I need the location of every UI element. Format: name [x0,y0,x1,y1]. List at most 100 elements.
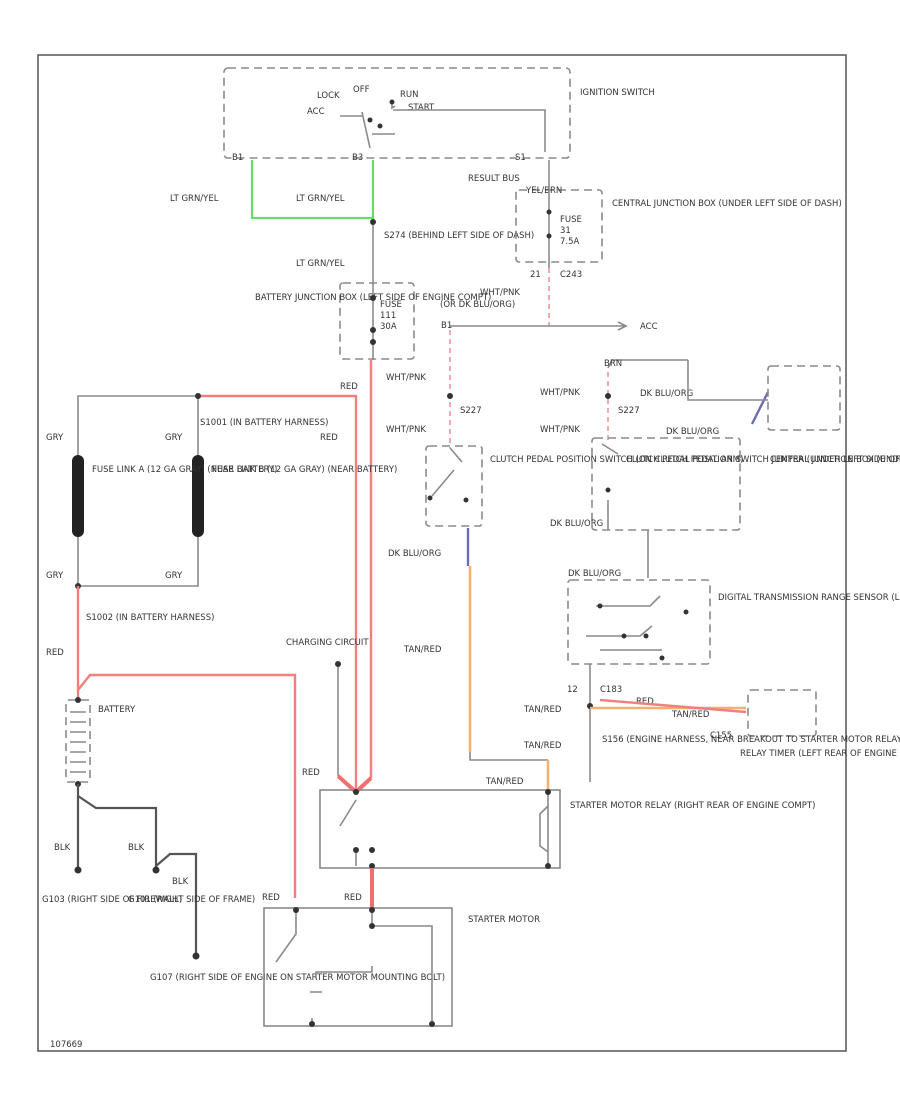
lt-grn-label-1: LT GRN/YEL [170,194,219,204]
fuse-link-b-symbol [192,455,204,537]
ground-g107-label: G107 (RIGHT SIDE OF ENGINE ON STARTER MO… [150,973,445,983]
central-junction-box-right [767,365,841,431]
ignition-lock-label: LOCK [317,91,340,101]
connector-c155-label: C155 [710,731,732,741]
fuse-link-a-label: FUSE LINK A (12 GA GRAY) (NEAR BATTERY) [92,465,277,475]
splice-s227-label: S227 [460,406,482,416]
ignition-pin-b1: B1 [232,153,243,163]
acc-feed-label: B1 [441,321,452,331]
brn-label: BRN [604,359,622,369]
starter-motor-relay-label: STARTER MOTOR RELAY (RIGHT REAR OF ENGIN… [570,801,815,811]
tan-red-right-label: TAN/RED [671,710,710,720]
red-label-3: RED [46,648,64,658]
red-label-4: RED [302,768,320,778]
clutch-jumper [591,437,741,531]
ignition-start-label: START [408,103,435,113]
ignition-off-label: OFF [353,85,370,95]
ignition-pin-b3: B3 [352,153,363,163]
dk-blu-org-right-2: DK BLU/ORG [666,427,719,437]
dk-blu-org-right-1: DK BLU/ORG [640,389,693,399]
ignition-run-label: RUN [400,90,419,100]
lt-grn-label-2: LT GRN/YEL [296,194,345,204]
blk-label-1: BLK [54,843,71,853]
tan-red-label-4: TAN/RED [485,777,524,787]
wire-blk-g101 [77,795,158,868]
yel-brn-label: YEL/BRN [525,186,562,196]
fuse-link-b-label: FUSE LINK B (12 GA GRAY) (NEAR BATTERY) [212,465,397,475]
fuse-111-label-b: 111 [380,311,396,321]
central-junction-box-top: RESULT BUS YEL/BRN FUSE 31 7.5A CENTRAL … [468,160,842,280]
connector-c183-label: C183 [600,685,622,695]
red-small-label: RED [636,697,654,707]
central-junction-box-right-label: CENTRAL JUNCTION BOX (UNDER LEFT SIDE OF… [770,455,900,465]
diagram-frame [37,54,847,1052]
wire-purple-cjb [750,391,770,425]
relay-timer-box [747,689,817,737]
blk-label-2: BLK [128,843,145,853]
wht-pnk-label-c: WHT/PNK [386,373,426,383]
wht-pnk-label-e: WHT/PNK [540,388,580,398]
gry-label-3: GRY [46,571,64,581]
ignition-switch: IGNITION SWITCH LOCK OFF RUN ACC START B… [223,67,655,163]
battery-symbol [65,699,91,783]
pin-12-label: 12 [567,685,578,695]
wire-red-timer [599,698,747,714]
central-junction-box-top-label: CENTRAL JUNCTION BOX (UNDER LEFT SIDE OF… [612,199,842,209]
digital-transmission-range-sensor [567,579,711,665]
wire-lt-grn-left [250,160,373,220]
splice-s156-label: S156 (ENGINE HARNESS, NEAR BREAKOUT TO S… [602,735,900,745]
connector-c243-pin: 21 [530,270,541,280]
tan-red-label-3: TAN/RED [523,741,562,751]
fuse-link-a-symbol [72,455,84,537]
clutch-pedal-switch [425,445,483,527]
clutch-switch-label: CLUTCH PEDAL POSITION SWITCH (ON CLUTCH … [490,455,743,465]
wht-pnk-label-a: WHT/PNK [480,288,520,298]
gry-label-2: GRY [165,433,183,443]
relay-timer-label: RELAY TIMER (LEFT REAR OF ENGINE COMPT) [740,749,900,759]
dk-blu-org-label-c: DK BLU/ORG [568,569,621,579]
ground-g101-label: G101 (RIGHT SIDE OF FRAME) [128,895,255,905]
acc-arrow-icon [617,321,628,331]
fuse-31-label-c: 7.5A [560,237,580,247]
wire-red-main-top [198,394,358,778]
ignition-acc-label: ACC [307,107,325,117]
dk-blu-org-label-a: DK BLU/ORG [388,549,441,559]
splice-s1001-label: S1001 (IN BATTERY HARNESS) [200,418,328,428]
wht-pnk-label-f: WHT/PNK [540,425,580,435]
fuse-111-label-c: 30A [380,322,397,332]
lt-grn-label-3: LT GRN/YEL [296,259,345,269]
wire-red-battery-loop [77,673,297,898]
ground-g103-label: G103 (RIGHT SIDE OF FIREWALL) [42,895,182,905]
tan-red-label-2: TAN/RED [523,705,562,715]
wht-pnk-label-d: WHT/PNK [386,425,426,435]
gry-label-4: GRY [165,571,183,581]
battery-label: BATTERY [98,705,136,715]
red-label-1: RED [340,382,358,392]
connector-c243-label: C243 [560,270,582,280]
splice-s227b-label: S227 [618,406,640,416]
fuse-31-label-a: FUSE [560,215,582,225]
result-bus-label: RESULT BUS [468,174,520,184]
wire-gry-loop [77,395,199,587]
blk-label-3: BLK [172,877,189,887]
ignition-pin-s1: S1 [515,153,526,163]
wht-pnk-label-b: (OR DK BLU/ORG) [440,300,515,310]
starter-motor-label: STARTER MOTOR [468,915,540,925]
red-label-5: RED [262,893,280,903]
ignition-switch-label: IGNITION SWITCH [580,88,655,98]
dk-blu-org-label-b: DK BLU/ORG [550,519,603,529]
red-label-2: RED [320,433,338,443]
red-label-6: RED [344,893,362,903]
acc-label: ACC [640,322,658,332]
charging-circuit-label: CHARGING CIRCUIT [286,638,369,648]
footer-code: 107669 [50,1040,82,1050]
starter-motor-relay [319,789,561,869]
fuse-111-label-a: FUSE [380,300,402,310]
wire-blk-g107 [155,852,198,954]
tan-red-label-1: TAN/RED [403,645,442,655]
starter-motor [263,907,453,1027]
clutch-jumper-label: CLUTCH PEDAL POSITION SWITCH JUMPER (UND… [626,455,900,465]
splice-s1002-label: S1002 (IN BATTERY HARNESS) [86,613,214,623]
fuse-31-label-b: 31 [560,226,571,236]
